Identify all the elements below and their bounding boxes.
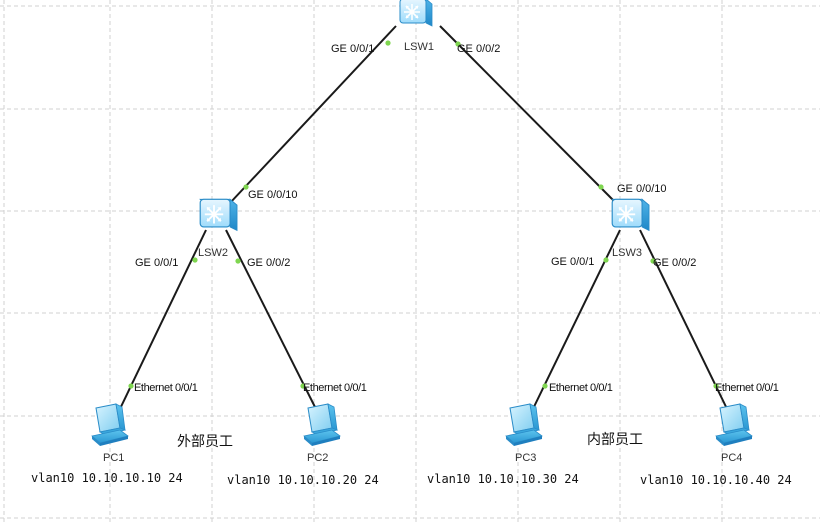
device-label: LSW1 bbox=[404, 41, 434, 53]
port-dot bbox=[713, 383, 719, 389]
link-lsw1-lsw3[interactable] bbox=[439, 25, 617, 204]
pc-icon bbox=[715, 403, 753, 447]
port-dot bbox=[598, 184, 604, 190]
port-label: Ethernet 0/0/1 bbox=[134, 382, 198, 394]
device-label: PC2 bbox=[307, 452, 328, 464]
port-dot bbox=[385, 40, 391, 46]
port-label: GE 0/0/10 bbox=[617, 183, 667, 195]
pc-icon bbox=[303, 403, 341, 447]
switch-lsw2[interactable]: LSW2 bbox=[198, 198, 238, 259]
port-label: Ethernet 0/0/1 bbox=[549, 382, 613, 394]
pc-icon bbox=[505, 403, 543, 447]
port-label: Ethernet 0/0/1 bbox=[715, 382, 779, 394]
port-label: GE 0/0/2 bbox=[247, 257, 290, 269]
port-dot bbox=[128, 383, 134, 389]
port-label: Ethernet 0/0/1 bbox=[303, 382, 367, 394]
group-label-external: 外部员工 bbox=[177, 433, 233, 449]
group-label-internal: 内部员工 bbox=[587, 431, 643, 447]
switch-lsw3[interactable]: LSW3 bbox=[611, 198, 650, 259]
device-label: PC1 bbox=[103, 452, 124, 464]
device-label: LSW2 bbox=[198, 247, 228, 259]
port-dot bbox=[650, 258, 656, 264]
pc-pc1[interactable]: PC1 bbox=[91, 403, 129, 464]
vlan-ip-label: vlan10 10.10.10.10 24 bbox=[31, 471, 183, 485]
switch-icon bbox=[199, 198, 238, 232]
link-lsw1-lsw2[interactable] bbox=[229, 25, 397, 204]
device-label: LSW3 bbox=[612, 247, 642, 259]
switch-lsw1[interactable]: LSW1 bbox=[399, 0, 434, 53]
port-label: GE 0/0/1 bbox=[331, 43, 374, 55]
pc-pc3[interactable]: PC3 bbox=[505, 403, 543, 464]
port-label: GE 0/0/2 bbox=[653, 257, 696, 269]
port-dot bbox=[235, 258, 241, 264]
switch-icon bbox=[611, 198, 650, 232]
port-dot bbox=[192, 257, 198, 263]
port-dot bbox=[603, 257, 609, 263]
device-label: PC3 bbox=[515, 452, 536, 464]
switch-icon bbox=[399, 0, 433, 27]
vlan-ip-label: vlan10 10.10.10.40 24 bbox=[640, 473, 792, 487]
vlan-ip-label: vlan10 10.10.10.20 24 bbox=[227, 473, 379, 487]
port-label: GE 0/0/1 bbox=[135, 257, 178, 269]
pc-pc2[interactable]: PC2 bbox=[303, 403, 341, 464]
pc-pc4[interactable]: PC4 bbox=[715, 403, 753, 464]
port-dot bbox=[542, 383, 548, 389]
port-dot bbox=[455, 41, 461, 47]
port-dot bbox=[300, 383, 306, 389]
vlan-ip-label: vlan10 10.10.10.30 24 bbox=[427, 472, 579, 486]
port-label: GE 0/0/10 bbox=[248, 189, 298, 201]
port-dots bbox=[128, 40, 719, 389]
port-label: GE 0/0/2 bbox=[457, 43, 500, 55]
port-label: GE 0/0/1 bbox=[551, 256, 594, 268]
pc-icon bbox=[91, 403, 129, 447]
port-labels: GE 0/0/1 GE 0/0/2 GE 0/0/10 GE 0/0/10 GE… bbox=[134, 43, 779, 394]
port-dot bbox=[243, 184, 249, 190]
device-label: PC4 bbox=[721, 452, 742, 464]
